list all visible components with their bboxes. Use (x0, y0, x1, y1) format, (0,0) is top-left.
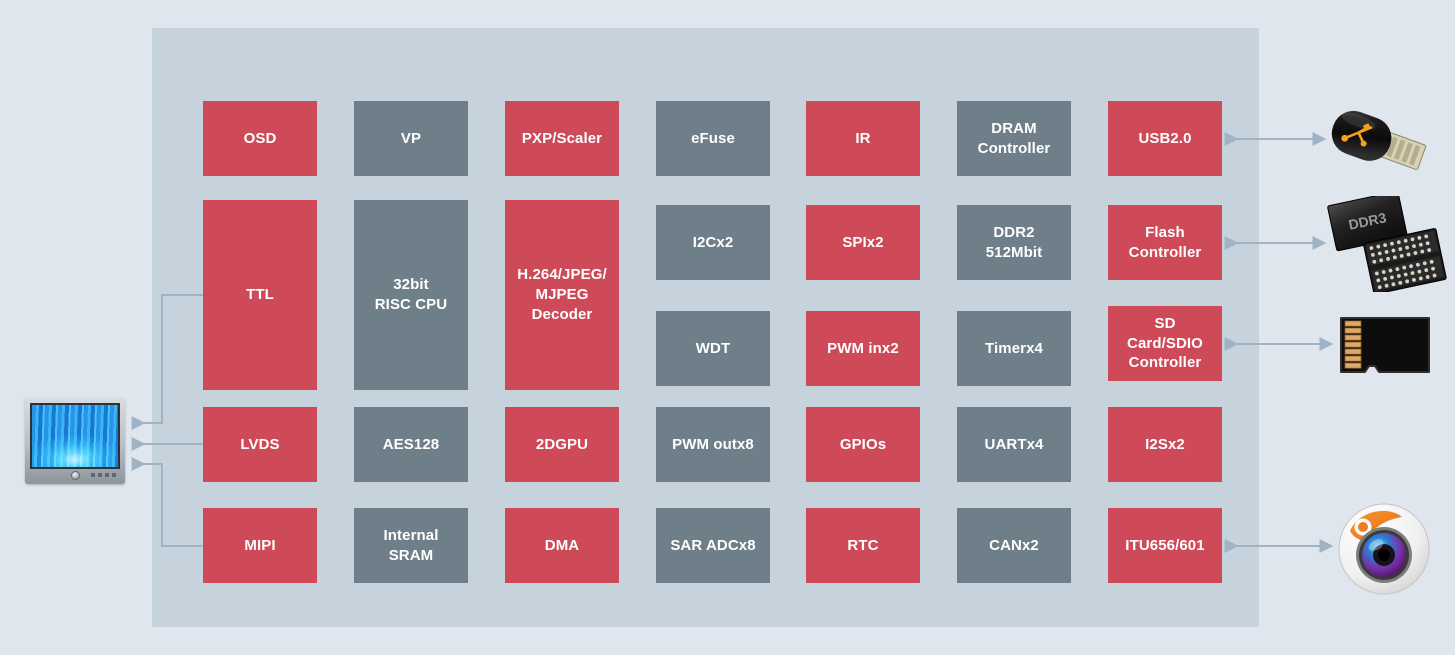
block-label: ITU656/601 (1125, 536, 1205, 554)
block-label: TTL (246, 286, 274, 304)
block-aes128[interactable]: AES128 (354, 407, 468, 482)
block-2dgpu[interactable]: 2DGPU (505, 407, 619, 482)
block-efuse[interactable]: eFuse (656, 101, 770, 176)
block-mipi[interactable]: MIPI (203, 508, 317, 583)
block-label: Timerx4 (985, 339, 1043, 357)
block-wdt[interactable]: WDT (656, 311, 770, 386)
block-vp[interactable]: VP (354, 101, 468, 176)
ddr3-chip-label: DDR3 (1347, 209, 1388, 233)
block-i2sx2[interactable]: I2Sx2 (1108, 407, 1222, 482)
block-label: eFuse (691, 129, 735, 147)
camera-icon (1336, 501, 1432, 597)
block-video-decoder[interactable]: H.264/JPEG/ MJPEG Decoder (505, 200, 619, 390)
monitor-indicator-leds (91, 473, 116, 477)
block-itu656-601[interactable]: ITU656/601 (1108, 508, 1222, 583)
block-label: DMA (544, 536, 580, 554)
block-label: GPIOs (839, 435, 887, 453)
block-label: WDT (695, 339, 731, 357)
block-pwm-inx2[interactable]: PWM inx2 (806, 311, 920, 386)
block-label: MIPI (244, 536, 276, 554)
ddr3-memory-chip-icon: DDR3 (1318, 190, 1448, 295)
block-label: I2Cx2 (692, 233, 734, 251)
block-label: PWM outx8 (672, 435, 754, 453)
block-label: 2DGPU (535, 435, 589, 453)
block-spix2[interactable]: SPIx2 (806, 205, 920, 280)
block-label: DDR2 512Mbit (985, 223, 1043, 261)
block-label: H.264/JPEG/ MJPEG Decoder (517, 266, 607, 323)
block-label: SPIx2 (842, 233, 884, 251)
block-uartx4[interactable]: UARTx4 (957, 407, 1071, 482)
block-label: LVDS (240, 435, 280, 453)
block-sd-sdio-controller[interactable]: SD Card/SDIO Controller (1108, 306, 1222, 381)
block-lvds[interactable]: LVDS (203, 407, 317, 482)
block-dram-controller[interactable]: DRAM Controller (957, 101, 1071, 176)
block-ir[interactable]: IR (806, 101, 920, 176)
block-timerx4[interactable]: Timerx4 (957, 311, 1071, 386)
block-pxp-scaler[interactable]: PXP/Scaler (505, 101, 619, 176)
block-label: I2Sx2 (1145, 435, 1185, 453)
monitor-screen (30, 403, 120, 469)
lcd-monitor-icon (25, 398, 125, 484)
block-usb20[interactable]: USB2.0 (1108, 101, 1222, 176)
block-label: RTC (847, 536, 879, 554)
block-label: AES128 (382, 435, 440, 453)
block-internal-sram[interactable]: Internal SRAM (354, 508, 468, 583)
block-i2cx2[interactable]: I2Cx2 (656, 205, 770, 280)
block-risc-cpu[interactable]: 32bit RISC CPU (354, 200, 468, 390)
block-sar-adcx8[interactable]: SAR ADCx8 (656, 508, 770, 583)
block-label: CANx2 (989, 536, 1039, 554)
microsd-card-icon (1333, 310, 1437, 386)
block-osd[interactable]: OSD (203, 101, 317, 176)
block-canx2[interactable]: CANx2 (957, 508, 1071, 583)
monitor-bezel (30, 469, 120, 481)
block-ttl[interactable]: TTL (203, 200, 317, 390)
block-dma[interactable]: DMA (505, 508, 619, 583)
block-flash-controller[interactable]: Flash Controller (1108, 205, 1222, 280)
block-label: IR (855, 129, 871, 147)
monitor-power-button (70, 470, 80, 480)
block-label: DRAM Controller (977, 119, 1051, 157)
block-label: SD Card/SDIO Controller (1127, 314, 1203, 372)
block-gpios[interactable]: GPIOs (806, 407, 920, 482)
block-label: UARTx4 (984, 435, 1044, 453)
block-label: PXP/Scaler (521, 129, 603, 147)
block-label: SAR ADCx8 (670, 536, 756, 554)
block-label: USB2.0 (1138, 129, 1192, 147)
block-rtc[interactable]: RTC (806, 508, 920, 583)
block-label: OSD (243, 129, 277, 147)
block-pwm-outx8[interactable]: PWM outx8 (656, 407, 770, 482)
block-label: PWM inx2 (827, 339, 899, 357)
block-label: 32bit RISC CPU (374, 276, 448, 313)
usb-flash-drive-icon (1322, 104, 1440, 184)
block-label: Internal SRAM (383, 526, 439, 564)
block-label: VP (400, 129, 422, 147)
block-ddr2-512mbit[interactable]: DDR2 512Mbit (957, 205, 1071, 280)
block-label: Flash Controller (1128, 223, 1202, 261)
